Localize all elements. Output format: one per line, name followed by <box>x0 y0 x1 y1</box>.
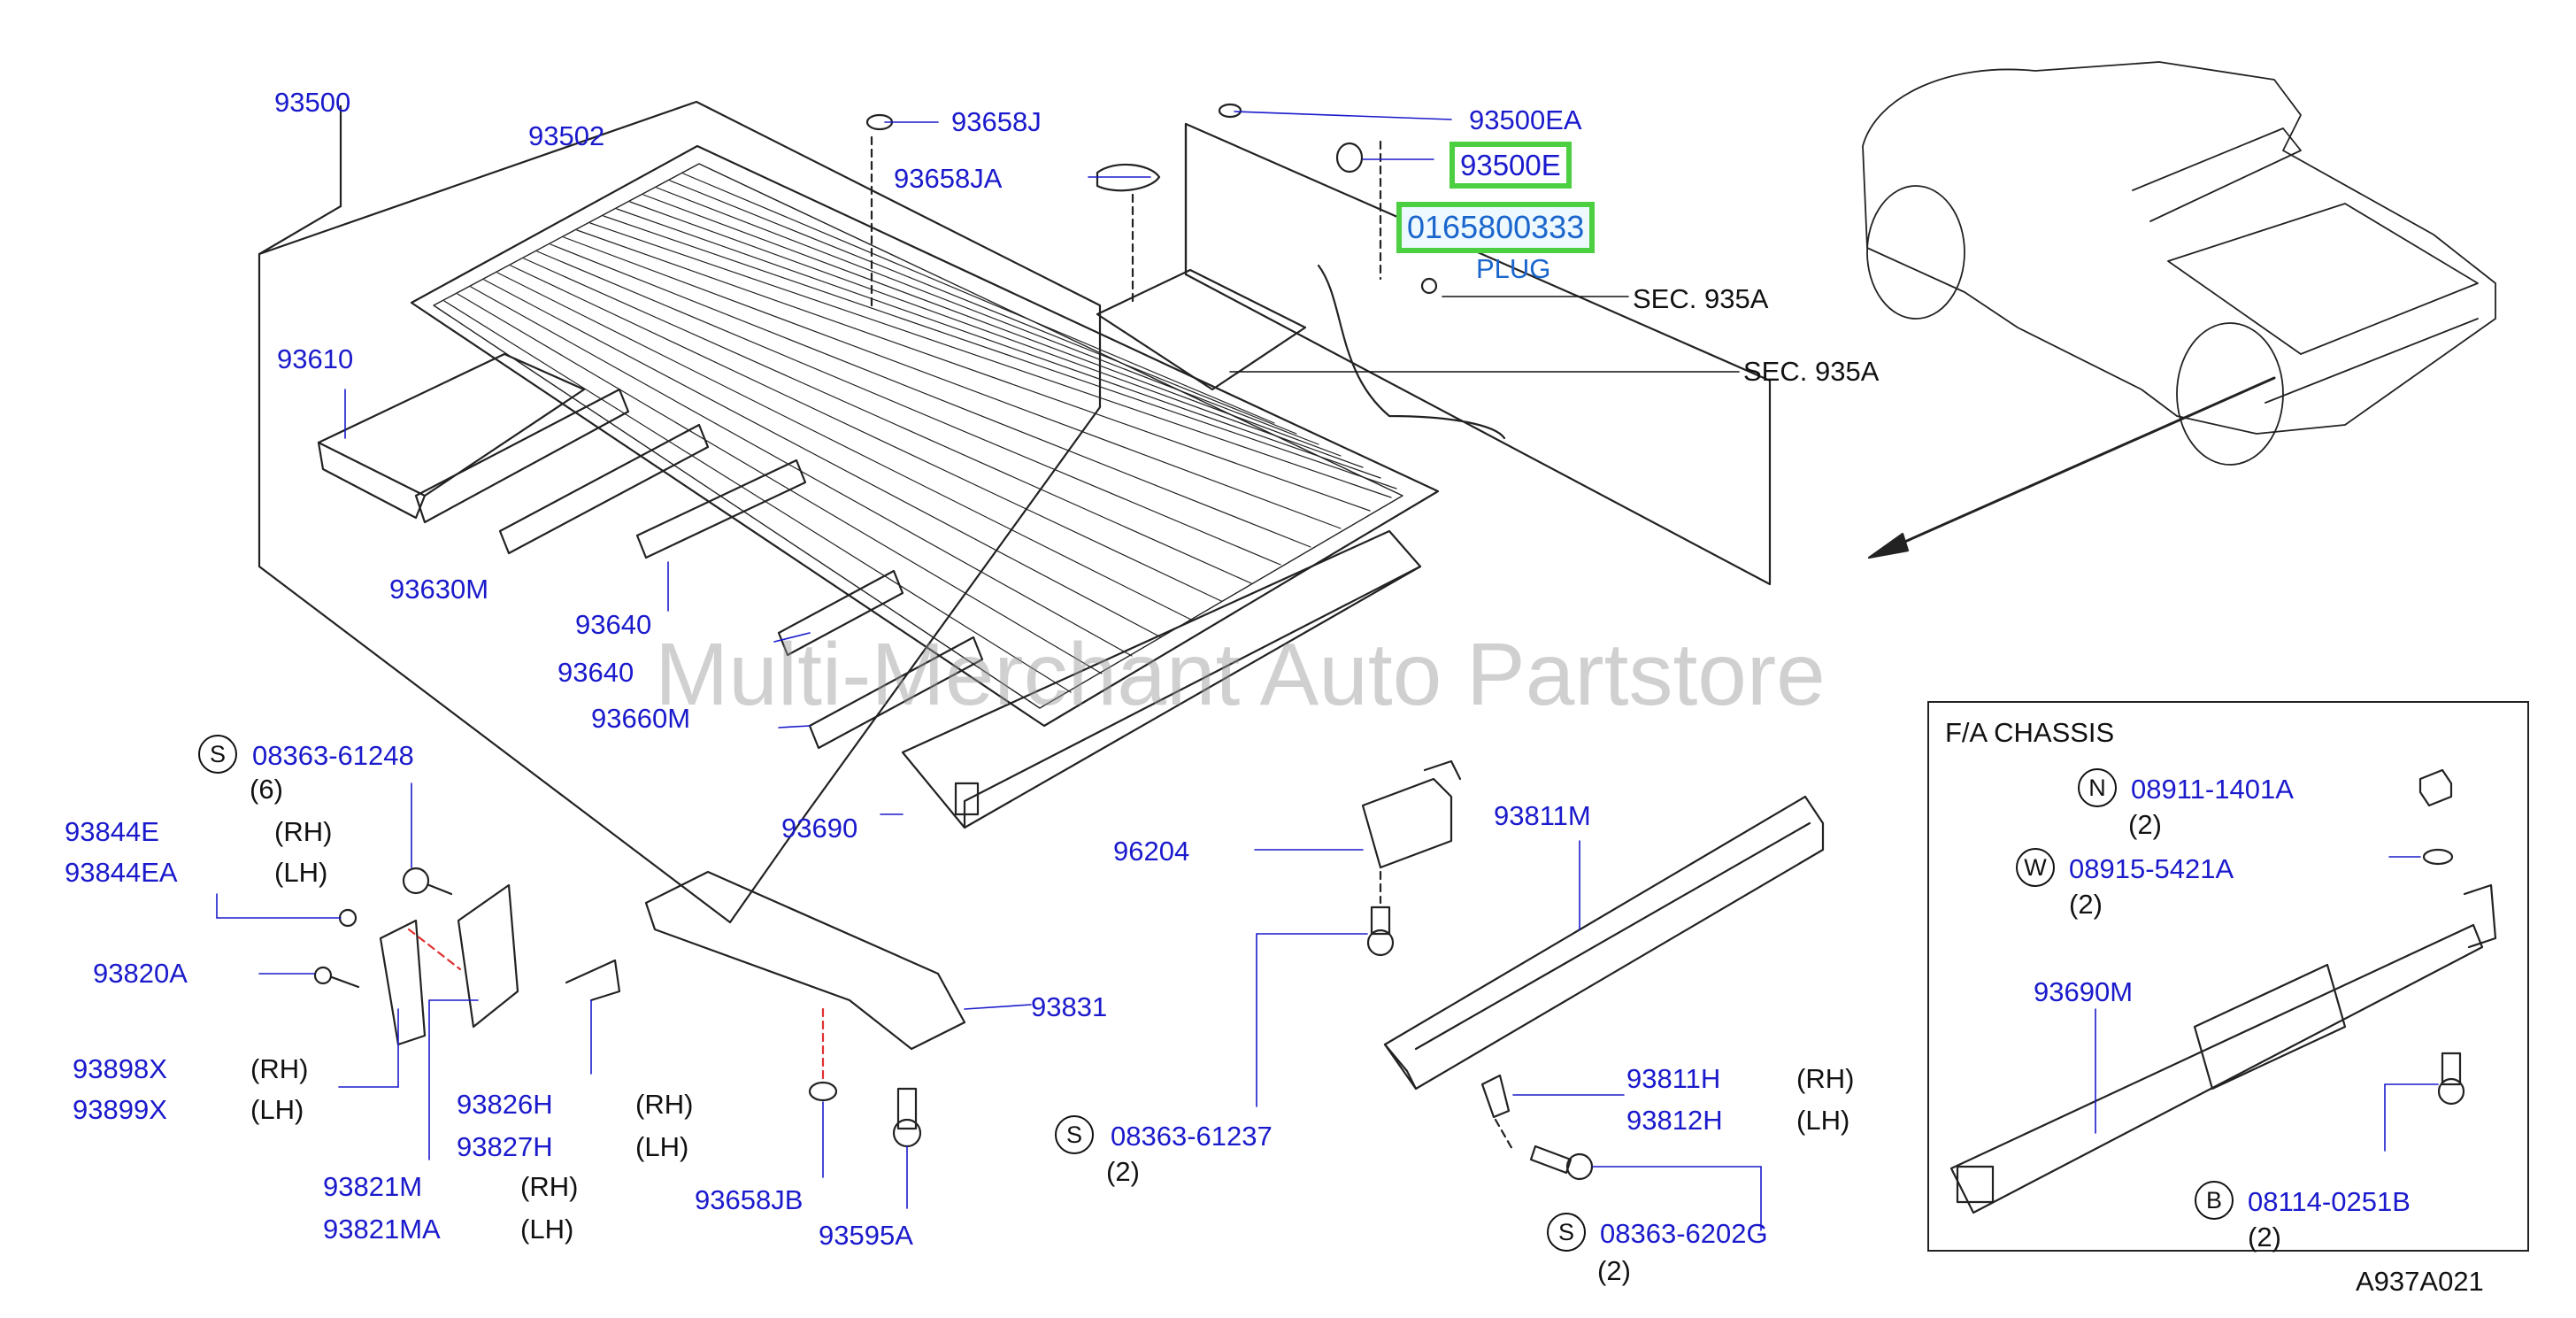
qty-6: (6) <box>250 774 283 805</box>
callout-93898x[interactable]: 93898X <box>73 1053 167 1084</box>
side-lh-4: (LH) <box>520 1214 574 1245</box>
marker-s-2: S <box>1055 1115 1094 1154</box>
marker-n: N <box>2078 768 2117 807</box>
inset-chassis-rail <box>1949 768 2497 1214</box>
inset-title: F/A CHASSIS <box>1945 717 2115 748</box>
section-ref-1: SEC. 935A <box>1633 283 1769 314</box>
bed-outline <box>258 100 1102 924</box>
truck-illustration <box>1862 61 2496 466</box>
callout-93844ea[interactable]: 93844EA <box>65 857 178 888</box>
callout-08911-1401a[interactable]: 08911-1401A <box>2131 774 2294 805</box>
direction-arrow <box>1867 376 2276 559</box>
side-rh-4: (RH) <box>520 1171 579 1202</box>
callout-93831[interactable]: 93831 <box>1031 991 1108 1022</box>
callout-93811m[interactable]: 93811M <box>1494 800 1591 831</box>
callout-93812h[interactable]: 93812H <box>1626 1105 1723 1136</box>
callout-93658jb[interactable]: 93658JB <box>695 1184 804 1215</box>
callout-08363-6202g[interactable]: 08363-6202G <box>1600 1218 1768 1249</box>
marker-s-3: S <box>1547 1213 1586 1252</box>
callout-08114-0251b[interactable]: 08114-0251B <box>2248 1186 2411 1217</box>
marker-b: B <box>2195 1181 2234 1220</box>
callout-93502[interactable]: 93502 <box>528 120 605 151</box>
cross-member-93660m <box>777 569 984 750</box>
side-rh-2: (RH) <box>250 1053 309 1084</box>
bracket-96204 <box>1361 759 1462 957</box>
callout-93821ma[interactable]: 93821MA <box>323 1214 441 1245</box>
callout-93610[interactable]: 93610 <box>277 343 354 374</box>
side-lh-1: (LH) <box>274 857 328 888</box>
inset-chassis-box <box>1927 701 2529 1252</box>
marker-w: W <box>2016 848 2055 887</box>
section-ref-2: SEC. 935A <box>1743 356 1880 387</box>
member-93831 <box>644 870 966 1148</box>
callout-93820a[interactable]: 93820A <box>93 958 188 989</box>
callout-93660m[interactable]: 93660M <box>591 703 691 734</box>
bed-floor-ribs <box>443 173 1397 693</box>
callout-93500[interactable]: 93500 <box>274 87 351 118</box>
qty-2-d: (2) <box>2069 889 2103 920</box>
highlighted-part-number[interactable]: 0165800333 <box>1396 202 1596 253</box>
qty-2-a: (2) <box>1106 1156 1140 1187</box>
callout-93827h[interactable]: 93827H <box>457 1131 553 1162</box>
cross-member-93630m <box>414 388 630 524</box>
side-lh-5: (LH) <box>1796 1105 1850 1136</box>
side-rh-3: (RH) <box>635 1089 694 1120</box>
callout-93844e[interactable]: 93844E <box>65 816 159 847</box>
bed-floor-93502 <box>410 144 1440 728</box>
callout-93658ja[interactable]: 93658JA <box>894 163 1003 194</box>
callout-93640-b[interactable]: 93640 <box>557 657 634 688</box>
callout-93500ea[interactable]: 93500EA <box>1469 104 1582 135</box>
callout-93595a[interactable]: 93595A <box>819 1220 913 1251</box>
side-lh-3: (LH) <box>635 1131 689 1162</box>
callout-96204[interactable]: 96204 <box>1113 836 1190 867</box>
rear-sill-93690 <box>901 529 1422 829</box>
side-rh-5: (RH) <box>1796 1063 1855 1094</box>
callout-93826h[interactable]: 93826H <box>457 1089 553 1120</box>
qty-2-b: (2) <box>1597 1255 1631 1286</box>
callout-93630m[interactable]: 93630M <box>389 574 489 605</box>
section-leaders <box>1229 296 1740 373</box>
callout-93811h[interactable]: 93811H <box>1626 1063 1721 1094</box>
callout-93690m[interactable]: 93690M <box>2034 976 2134 1007</box>
leader-lines <box>216 111 2439 1231</box>
callout-08363-61248[interactable]: 08363-61248 <box>252 740 414 771</box>
callout-93658j[interactable]: 93658J <box>951 106 1042 137</box>
callout-08363-61237[interactable]: 08363-61237 <box>1111 1121 1273 1152</box>
callout-93899x[interactable]: 93899X <box>73 1094 167 1125</box>
cross-member-93640 <box>498 423 807 559</box>
qty-2-e: (2) <box>2248 1222 2281 1252</box>
side-rh-1: (RH) <box>274 816 333 847</box>
figure-code: A937A021 <box>2356 1266 2484 1297</box>
callout-93821m[interactable]: 93821M <box>323 1171 423 1202</box>
callout-93640-a[interactable]: 93640 <box>575 609 652 640</box>
watermark-text: Multi-Merchant Auto Partstore <box>655 625 1826 724</box>
rail-93811m <box>1383 795 1825 1181</box>
callout-93500e-highlighted[interactable]: 93500E <box>1449 142 1572 189</box>
callout-08915-5421a[interactable]: 08915-5421A <box>2069 853 2234 884</box>
marker-s-1: S <box>198 735 237 774</box>
lower-left-brackets <box>313 867 621 1046</box>
front-panel <box>1096 122 1772 586</box>
highlighted-part-name: PLUG <box>1476 253 1551 284</box>
qty-2-c: (2) <box>2128 809 2162 840</box>
callout-93690[interactable]: 93690 <box>781 813 858 844</box>
side-lh-2: (LH) <box>250 1094 304 1125</box>
